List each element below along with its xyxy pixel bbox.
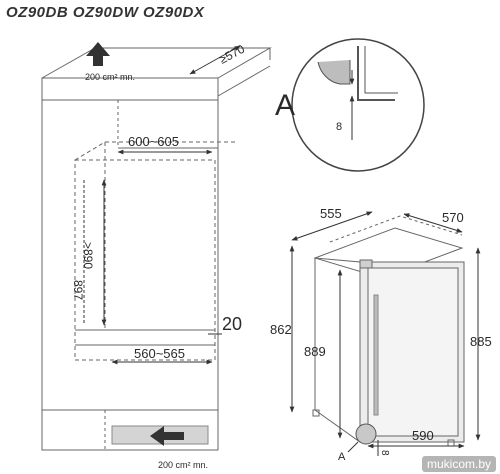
wine-cooler-unit (312, 215, 465, 447)
unit-depth-label: 570 (442, 210, 464, 225)
niche-height-label: 897 (71, 280, 85, 300)
watermark: mukicom.by (421, 456, 496, 472)
niche-width-top-label: 600~605 (128, 134, 179, 149)
plinth-gap-label: 20 (222, 314, 242, 334)
airflow-in-arrow (150, 426, 184, 446)
unit-width-dimension (291, 211, 373, 241)
niche-cabinet (41, 47, 272, 451)
unit-depth-dimension (403, 213, 463, 233)
unit-depth-bottom-label: 590 (412, 428, 434, 443)
detail-a-circle (291, 38, 425, 172)
niche-width-bottom-label: 560~565 (134, 346, 185, 361)
model-title: OZ90DB OZ90DW OZ90DX (6, 4, 205, 21)
unit-width-label: 555 (320, 206, 342, 221)
detail-marker-gap: 8 (379, 450, 390, 456)
detail-marker (347, 423, 379, 456)
unit-height-label: 862 (270, 322, 292, 337)
detail-a-gap-label: 8 (336, 121, 342, 133)
niche-depth-label: ≥570 (217, 42, 247, 67)
airflow-top-label: 200 cm² mn. (85, 72, 135, 82)
unit-height-adjustable-label: 889 (304, 344, 326, 359)
detail-marker-letter: A (338, 451, 346, 463)
detail-a-letter: A (275, 89, 295, 122)
unit-total-height-label: 885 (470, 334, 492, 349)
niche-height-min-label: >890 (81, 242, 95, 269)
airflow-up-arrow (86, 42, 110, 66)
airflow-bottom-label: 200 cm² mn. (158, 460, 208, 470)
niche-depth-dimension (189, 45, 241, 75)
